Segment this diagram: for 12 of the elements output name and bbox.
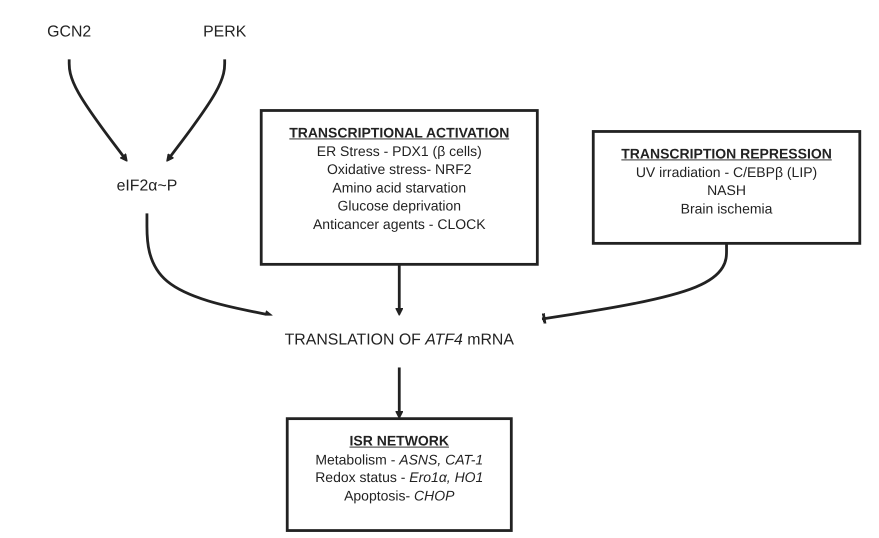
- node-box: TRANSCRIPTIONAL ACTIVATION ER Stress - PDX1 (β cells) Oxidative stress- NRF2 Amino acid starvation Glucose deprivation Anticancer agents - CLOCK: [260, 109, 539, 266]
- arrow: [146, 213, 273, 318]
- arrow: [395, 367, 404, 420]
- node-box: ISR NETWORK Metabolism - ASNS, CAT-1 Redox status - Ero1α, HO1 Apoptosis- CHOP: [286, 417, 513, 532]
- node-text: TRANSLATION OF ATF4 mRNA: [284, 330, 514, 348]
- node-text: eIF2α~P: [116, 176, 178, 194]
- node-text: PERK: [203, 22, 246, 40]
- node-box: TRANSCRIPTION REPRESSION UV irradiation - C/EBPβ (LIP) NASH Brain ischemia: [592, 130, 862, 245]
- arrow: [68, 59, 128, 162]
- arrow: [395, 264, 404, 316]
- node-text: GCN2: [47, 22, 92, 40]
- arrow: [166, 59, 226, 162]
